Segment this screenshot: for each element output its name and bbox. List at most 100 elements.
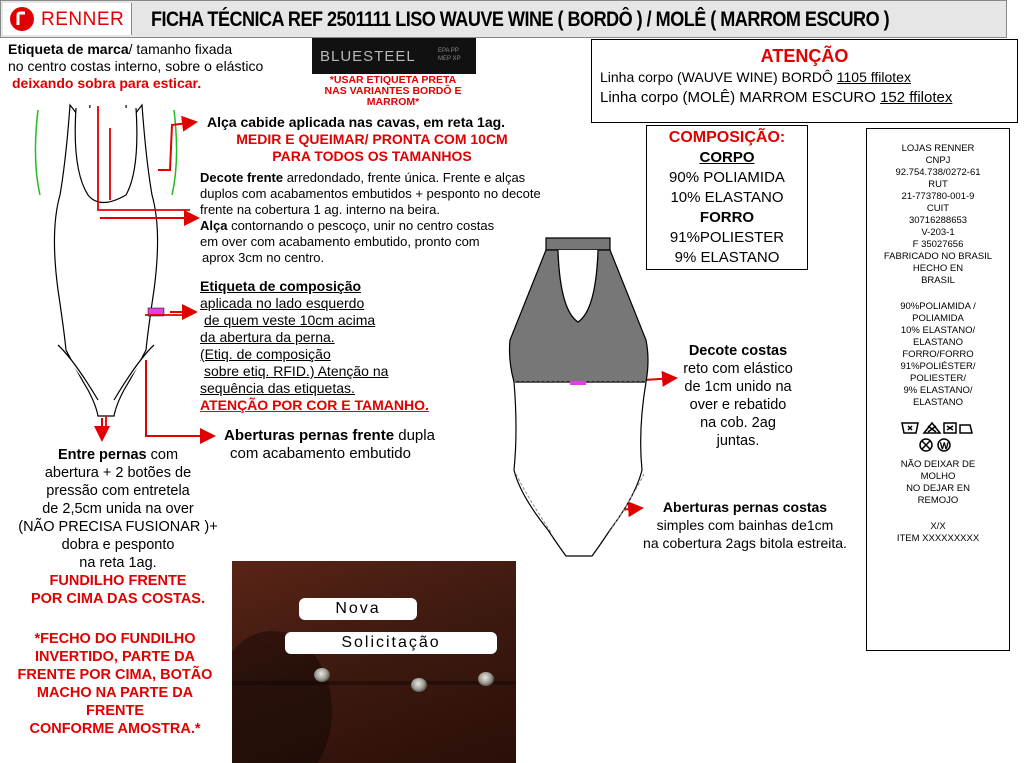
fecho-5: FRENTE — [86, 703, 144, 719]
entre-pernas-5: (NÃO PRECISA FUSIONAR )+ — [18, 519, 218, 535]
care-label-line: X/X — [930, 521, 946, 532]
composition-forro-1: 91%POLIESTER — [669, 229, 785, 246]
aberturas-costas-1: simples com bainhas de1cm — [656, 517, 834, 533]
care-label-line: NÃO DEIXAR DE — [900, 459, 976, 470]
brand-label-heading: Etiqueta de marca — [8, 41, 129, 57]
care-label-line: 10% ELASTANO/ — [900, 325, 976, 336]
entre-pernas-4: de 2,5cm unida na over — [42, 501, 194, 517]
front-bodysuit-drawing — [34, 103, 190, 430]
fecho-1: *FECHO DO FUNDILHO — [34, 631, 196, 647]
alca-pescoco-3: aprox 3cm no centro. — [202, 250, 325, 265]
fecho-4: MACHO NA PARTE DA — [36, 685, 194, 701]
attention-box: ATENÇÃO Linha corpo (WAUVE WINE) BORDÔ 1… — [591, 39, 1018, 123]
entre-pernas-6: dobra e pesponto — [61, 537, 175, 553]
attention-line1: Linha corpo (WAUVE WINE) BORDÔ — [600, 69, 837, 85]
care-label-line: POLIAMIDA — [912, 313, 964, 324]
decote-frente-note: Decote frente arredondado, frente única.… — [200, 170, 541, 266]
sample-photo: Nova Solicitação — [232, 561, 516, 763]
brand-logo: RENNER — [3, 3, 132, 35]
attention-line2: Linha corpo (MOLÊ) MARROM ESCURO — [600, 89, 881, 106]
care-label-line: 92.754.738/0272-61 — [895, 167, 981, 178]
composicao-3: da abertura da perna. — [200, 329, 335, 345]
brand-label-heading-rest: / tamanho fixada — [128, 41, 233, 57]
care-label-line: ELASTANO — [913, 337, 963, 348]
composicao-1: aplicada no lado esquerdo — [200, 295, 365, 311]
brand-name: RENNER — [41, 9, 125, 30]
aberturas-frente-2: com acabamento embutido — [230, 445, 411, 462]
brand-label-line2: no centro costas interno, sobre o elásti… — [8, 58, 264, 74]
decote-frente-3: frente na cobertura 1 ag. interno na bei… — [200, 202, 440, 217]
attention-line1-value: 1105 ffilotex — [836, 69, 911, 85]
entre-pernas-rest: com — [146, 447, 179, 463]
decote-frente-bold: Decote frente — [200, 170, 284, 185]
care-label-line: POLIESTER/ — [910, 373, 966, 384]
alca-cabide-note: Alça cabide aplicada nas cavas, em reta … — [207, 114, 537, 165]
svg-text:W: W — [940, 441, 949, 451]
aberturas-costas-2: na cobertura 2ags bitola estreita. — [643, 535, 847, 551]
decote-costas-1: reto com elástico — [683, 361, 793, 377]
aberturas-frente-rest: dupla — [394, 427, 435, 444]
aberturas-frente-note: Aberturas pernas frente dupla com acabam… — [224, 427, 435, 463]
attention-title: ATENÇÃO — [760, 46, 849, 66]
fecho-fundilho-note: *FECHO DO FUNDILHO INVERTIDO, PARTE DA F… — [0, 630, 230, 738]
brand-label-line3: deixando sobra para esticar. — [12, 75, 202, 91]
alca-note-1: Alça cabide aplicada nas cavas, em reta … — [207, 114, 506, 130]
care-label-line: RUT — [928, 179, 948, 190]
composicao-4: (Etiq. de composição — [200, 346, 331, 362]
decote-frente-2: duplos com acabamentos embutidos + pespo… — [200, 186, 541, 201]
decote-costas-5: juntas. — [716, 433, 760, 449]
header-bar: RENNER FICHA TÉCNICA REF 2501111 LISO WA… — [0, 0, 1007, 38]
care-label-line: F 35027656 — [912, 239, 964, 250]
fundilho-2: POR CIMA DAS COSTAS. — [30, 591, 205, 607]
decote-costas-4: na cob. 2ag — [700, 415, 776, 431]
back-bodysuit-drawing — [508, 237, 649, 557]
page-title: FICHA TÉCNICA REF 2501111 LISO WAUVE WIN… — [151, 8, 890, 31]
care-label-line: 21-773780-001-9 — [901, 191, 975, 202]
care-label-line: MOLHO — [920, 471, 956, 482]
fecho-2: INVERTIDO, PARTE DA — [34, 649, 196, 665]
composicao-title: Etiqueta de composição — [200, 278, 362, 294]
fundilho-1: FUNDILHO FRENTE — [49, 573, 187, 589]
care-label-line: CUIT — [926, 203, 950, 214]
composition-forro-2: 9% ELASTANO — [674, 249, 780, 266]
composition-corpo-1: 90% POLIAMIDA — [669, 169, 785, 186]
alca-note-3: PARA TODOS OS TAMANHOS — [272, 148, 472, 164]
alca-pescoco-rest: contornando o pescoço, unir no centro co… — [227, 218, 495, 233]
composicao-2: de quem veste 10cm acima — [204, 312, 376, 328]
care-label-line: 91%POLIÉSTER/ — [900, 361, 976, 372]
composicao-7: ATENÇÃO POR COR E TAMANHO. — [200, 397, 429, 413]
care-label-line: 9% ELASTANO/ — [903, 385, 973, 396]
care-label-line: NO DEJAR EN — [906, 483, 970, 494]
decote-costas-2: de 1cm unido na — [684, 379, 792, 395]
photo-label-solicitacao: Solicitação — [285, 632, 497, 654]
care-label-line: LOJAS RENNER — [901, 143, 975, 154]
aberturas-costas-note: Aberturas pernas costas simples com bain… — [622, 498, 868, 552]
brand-tag-note: *USAR ETIQUETA PRETA NAS VARIANTES BORDÔ… — [324, 74, 462, 108]
care-label-line: BRASIL — [921, 275, 955, 286]
decote-costas-3: over e rebatido — [689, 397, 787, 413]
snap-button-icon — [411, 678, 427, 692]
snap-button-icon — [478, 672, 494, 686]
care-label-line — [867, 287, 1009, 301]
composition-corpo-2: 10% ELASTANO — [670, 189, 784, 206]
photo-label-nova: Nova — [299, 598, 417, 620]
care-label-line: HECHO EN — [912, 263, 964, 274]
aberturas-costas-title: Aberturas pernas costas — [662, 499, 828, 515]
entre-pernas-7: na reta 1ag. — [79, 555, 157, 571]
decote-costas-title: Decote costas — [688, 343, 788, 359]
care-symbols-icon: W — [901, 421, 973, 452]
aberturas-frente-bold: Aberturas pernas frente — [224, 427, 395, 444]
entre-pernas-3: pressão com entretela — [46, 483, 190, 499]
care-label-line: FABRICADO NO BRASIL — [883, 251, 993, 262]
alca-pescoco-bold: Alça — [200, 218, 228, 233]
composicao-6: sequência das etiquetas. — [200, 380, 355, 396]
fecho-6: CONFORME AMOSTRA.* — [29, 721, 201, 737]
entre-pernas-bold: Entre pernas — [57, 447, 147, 463]
decote-costas-note: Decote costas reto com elástico de 1cm u… — [668, 342, 808, 450]
fecho-3: FRENTE POR CIMA, BOTÃO — [17, 667, 213, 683]
composition-title: COMPOSIÇÃO: — [668, 129, 786, 146]
composicao-note: Etiqueta de composição aplicada no lado … — [200, 278, 429, 414]
